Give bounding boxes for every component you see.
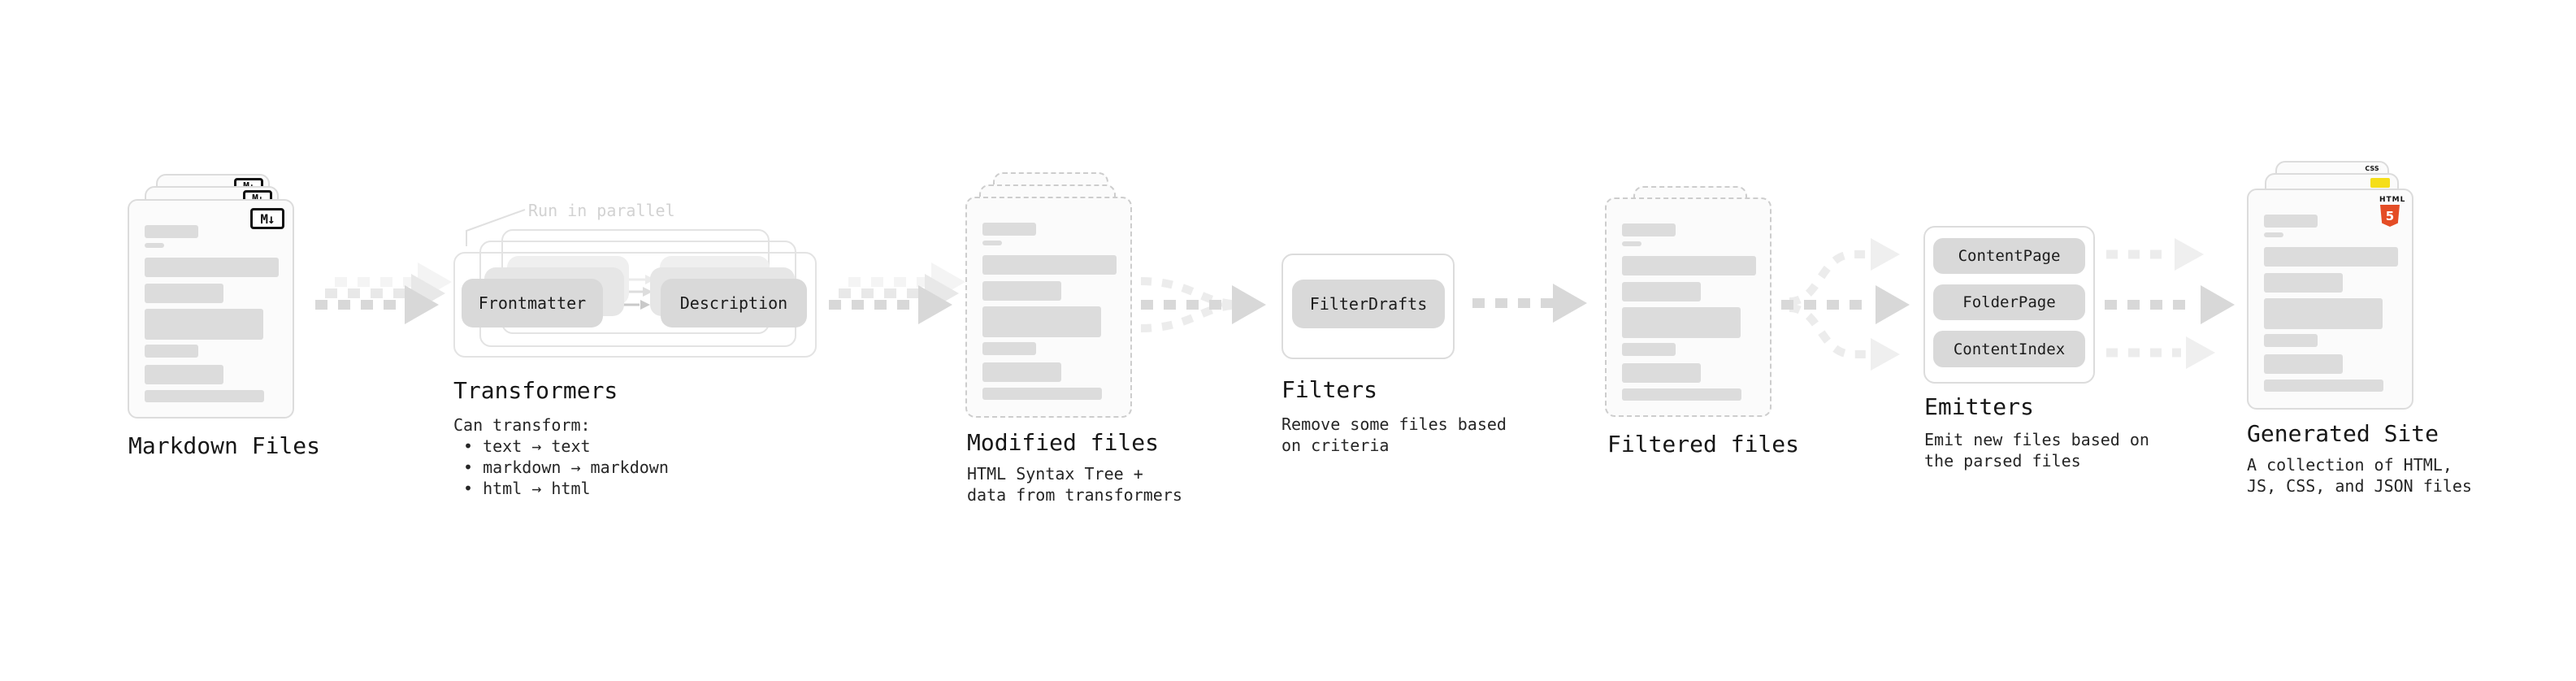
- contentindex-node: ContentIndex: [1933, 331, 2085, 367]
- generated-site-label: Generated Site: [2247, 420, 2439, 447]
- transformer-group-box-front: [453, 252, 817, 358]
- document-placeholder-lines: [2264, 215, 2398, 392]
- document-placeholder-lines: [145, 225, 279, 402]
- transformers-bullet-list: text → text markdown → markdown html → h…: [453, 436, 669, 499]
- modified-files-label: Modified files: [967, 429, 1160, 456]
- description-node: Description: [661, 279, 807, 327]
- folderpage-node: FolderPage: [1933, 284, 2085, 320]
- html5-icon: HTML 5: [2379, 196, 2405, 227]
- filterdrafts-node: FilterDrafts: [1292, 280, 1445, 328]
- run-in-parallel-note: Run in parallel: [528, 201, 675, 220]
- emitters-label: Emitters: [1924, 393, 2034, 420]
- transform-bullet: markdown → markdown: [453, 457, 669, 478]
- filtered-files-label: Filtered files: [1607, 431, 1800, 458]
- markdown-icon: M↓: [250, 208, 284, 229]
- contentpage-node: ContentPage: [1933, 238, 2085, 274]
- modified-file-card-front: [965, 197, 1132, 418]
- markdown-file-card-front: M↓: [128, 199, 294, 419]
- filters-label: Filters: [1281, 376, 1378, 403]
- transform-bullet: text → text: [453, 436, 669, 457]
- arrow-transformers-to-modified: [829, 262, 965, 324]
- arrow-filtered-to-emitters: [1781, 238, 1910, 371]
- arrow-modified-to-filters: [1140, 277, 1266, 332]
- transformers-label: Transformers: [453, 377, 618, 404]
- generated-html-file-card: HTML 5: [2247, 189, 2413, 410]
- emitters-desc: Emit new files based on the parsed files: [1924, 430, 2149, 471]
- transform-bullet: html → html: [453, 478, 669, 499]
- frontmatter-node: Frontmatter: [462, 279, 603, 327]
- arrow-emitters-to-generated: [2105, 238, 2235, 369]
- transformers-desc-title: Can transform:: [453, 415, 591, 435]
- filtered-file-card-front: [1605, 197, 1772, 417]
- run-in-parallel-bracket: [466, 209, 526, 246]
- js-icon: [2370, 178, 2390, 188]
- generated-site-desc: A collection of HTML, JS, CSS, and JSON …: [2247, 455, 2472, 496]
- modified-files-desc: HTML Syntax Tree + data from transformer…: [967, 464, 1182, 505]
- arrow-markdown-to-transformers: [315, 262, 452, 324]
- document-placeholder-lines: [982, 223, 1117, 400]
- markdown-files-label: Markdown Files: [128, 432, 321, 459]
- filters-desc: Remove some files based on criteria: [1281, 414, 1507, 455]
- arrow-filters-to-filtered: [1472, 284, 1587, 323]
- document-placeholder-lines: [1622, 223, 1756, 401]
